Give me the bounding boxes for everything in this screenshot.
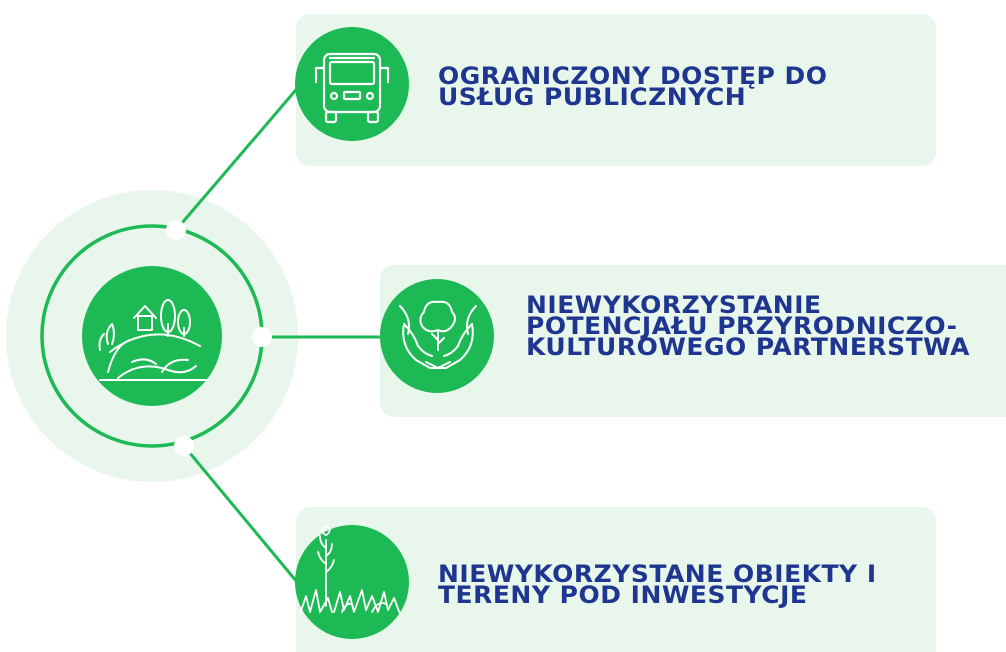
problem-label-3: NIEWYKORZYSTANE OBIEKTY I TERENY POD INW…	[438, 560, 877, 609]
connector-node-3	[174, 436, 194, 456]
hands-tree-icon	[380, 279, 494, 393]
connector-line-1	[174, 83, 303, 231]
connector-node-2	[252, 327, 272, 347]
grass-plant-icon	[295, 525, 409, 639]
globe-landscape-icon	[82, 266, 222, 406]
connector-node-1	[166, 220, 186, 240]
bus-icon	[295, 27, 409, 141]
connector-line-3	[182, 445, 304, 589]
problem-label-1: OGRANICZONY DOSTĘP DO USŁUG PUBLICZNYCH	[438, 62, 828, 111]
problem-label-2: NIEWYKORZYSTANIE POTENCJAŁU PRZYRODNICZO…	[526, 291, 970, 361]
